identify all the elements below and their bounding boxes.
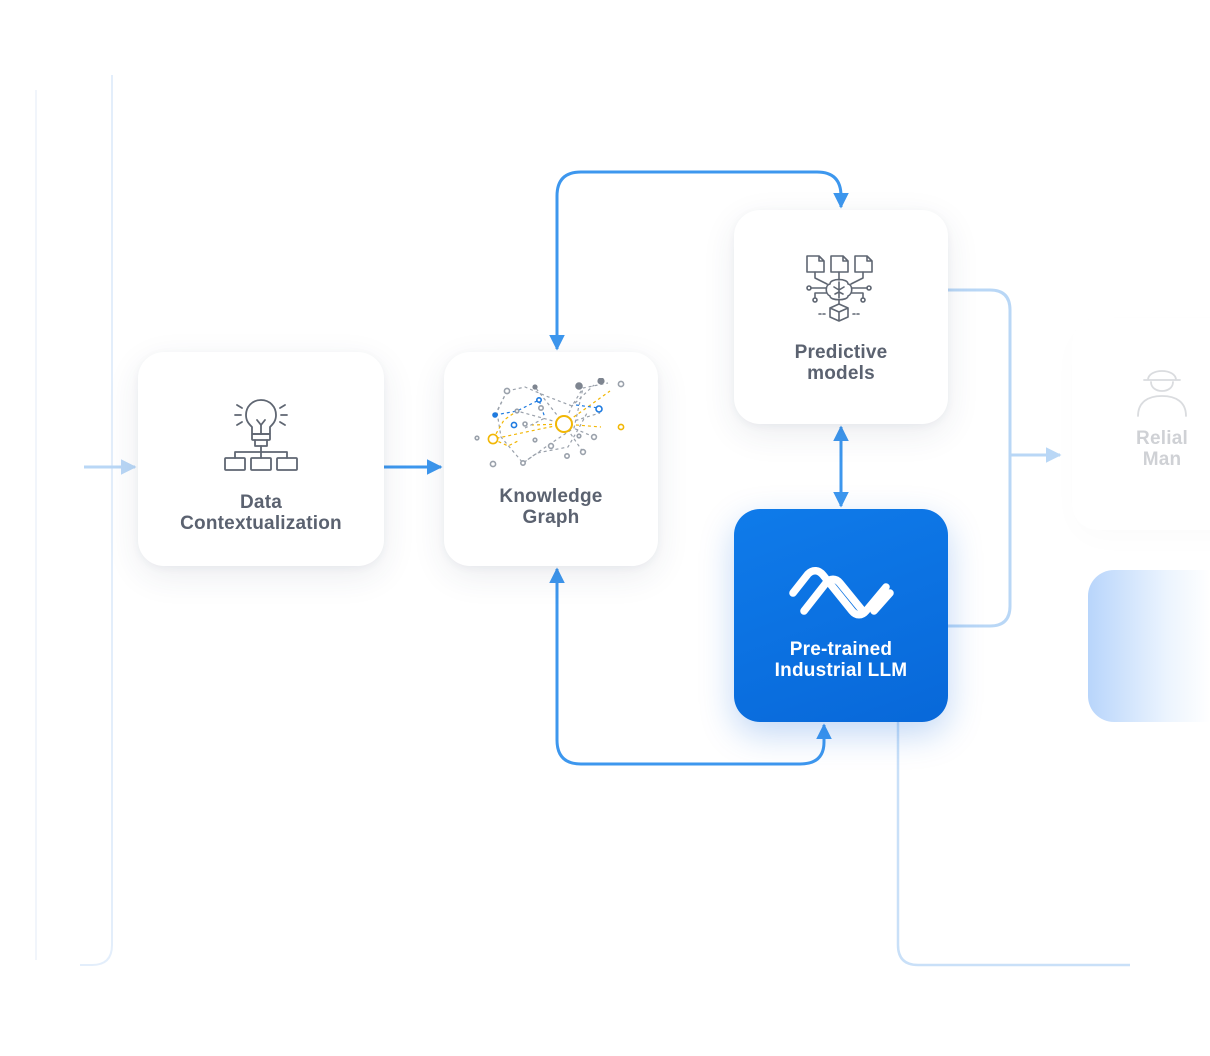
node-knowledge-graph[interactable]: Knowledge Graph [444,352,658,566]
label-line: Predictive [794,342,888,363]
faded-blue-node [1088,570,1210,722]
node-data-contextualization[interactable]: Data Contextualization [138,352,384,566]
node-predictive-models[interactable]: Predictive models [734,210,948,424]
left-frame-line [80,75,113,966]
node-pretrained-llm[interactable]: Pre-trained Industrial LLM [734,509,948,722]
documents-circuit-icon [806,255,873,322]
label-line: Knowledge [499,486,603,507]
node-reliability-faded[interactable]: Relial Man [1072,318,1210,530]
node-label: Relial Man [1136,428,1188,470]
lightbulb-hierarchy-icon [224,399,298,471]
llm-bottom-line [896,722,1130,967]
node-label: Knowledge Graph [499,486,602,528]
label-line: Relial [1136,428,1188,449]
label-line: Man [1142,449,1182,470]
merge-line [948,288,1012,628]
label-line: Pre-trained [789,639,893,660]
label-line: models [807,363,875,384]
node-label: Data Contextualization [180,492,342,534]
label-line: Data [240,492,282,513]
node-label: Predictive models [795,342,888,384]
label-line: Contextualization [180,513,342,534]
arrow-kg-pred-loop [549,170,849,351]
label-line: Graph [522,507,580,528]
llm-logo-icon [789,567,894,619]
arrow-kg-llm-loop [549,567,832,766]
worker-icon [1137,370,1187,417]
node-label: Pre-trained Industrial LLM [775,639,908,681]
network-graph-icon [474,378,625,468]
label-line: Industrial LLM [774,660,908,681]
